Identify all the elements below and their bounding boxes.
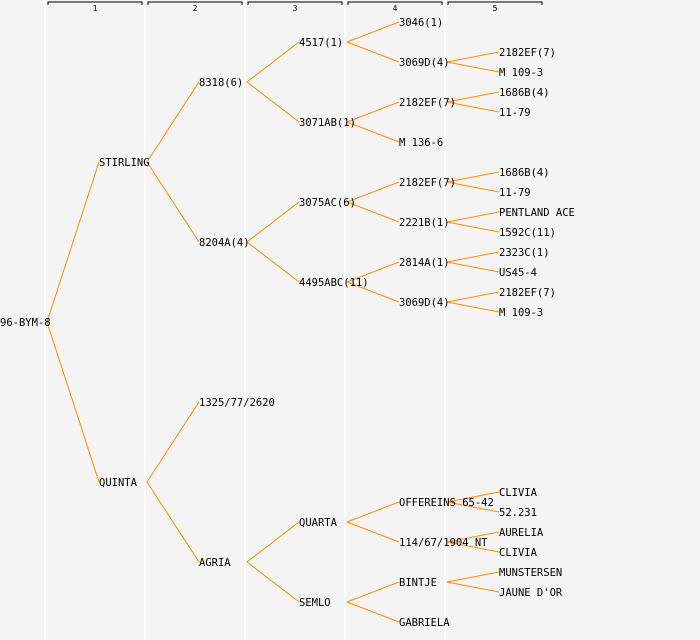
pedigree-node[interactable]: 2814A(1) xyxy=(399,257,450,269)
connector-line xyxy=(246,41,300,83)
pedigree-node[interactable]: 2323C(1) xyxy=(499,247,550,259)
connector-line xyxy=(346,581,400,603)
pedigree-node[interactable]: 52.231 xyxy=(499,507,537,519)
connector-line xyxy=(346,201,400,223)
connector-line xyxy=(346,601,400,623)
connector-line xyxy=(446,501,500,513)
generation-bracket xyxy=(47,1,143,5)
pedigree-node[interactable]: 114/67/1904 NT xyxy=(399,537,488,549)
pedigree-node[interactable]: 2182EF(7) xyxy=(399,97,456,109)
pedigree-node[interactable]: 3075AC(6) xyxy=(299,197,356,209)
connector-line xyxy=(346,261,400,283)
generation-bracket xyxy=(447,1,543,5)
pedigree-node[interactable]: 8318(6) xyxy=(199,77,243,89)
connector-line xyxy=(446,291,500,303)
pedigree-node[interactable]: GABRIELA xyxy=(399,617,450,629)
pedigree-node[interactable]: 3071AB(1) xyxy=(299,117,356,129)
generation-header: 2 xyxy=(193,4,198,13)
pedigree-node[interactable]: M 109-3 xyxy=(499,67,543,79)
pedigree-node[interactable]: QUINTA xyxy=(99,477,138,489)
pedigree-node[interactable]: M 136-6 xyxy=(399,137,443,149)
pedigree-node[interactable]: AGRIA xyxy=(199,557,231,569)
connector-line xyxy=(246,81,300,123)
connector-line xyxy=(446,531,500,543)
connector-line xyxy=(346,101,400,123)
generation-bracket xyxy=(247,1,343,5)
generation-bracket xyxy=(147,1,243,5)
pedigree-node[interactable]: 11-79 xyxy=(499,187,531,199)
connector-line xyxy=(346,281,400,303)
pedigree-node[interactable]: CLIVIA xyxy=(499,547,538,559)
connector-line xyxy=(446,491,500,503)
pedigree-node[interactable]: 96-BYM-8 xyxy=(0,317,51,329)
connector-line xyxy=(446,251,500,263)
connector-line xyxy=(346,521,400,543)
generation-header: 1 xyxy=(93,4,98,13)
pedigree-node[interactable]: JAUNE D'OR xyxy=(499,587,563,599)
pedigree-node[interactable]: 4495ABC(11) xyxy=(299,277,369,289)
pedigree-node[interactable]: 2182EF(7) xyxy=(499,47,556,59)
connector-line xyxy=(446,61,500,73)
connector-line xyxy=(346,121,400,143)
connector-line xyxy=(446,221,500,233)
connector-line xyxy=(146,81,200,163)
connector-line xyxy=(446,261,500,273)
pedigree-node[interactable]: 1686B(4) xyxy=(499,87,550,99)
pedigree-node[interactable]: 2221B(1) xyxy=(399,217,450,229)
pedigree-node[interactable]: MUNSTERSEN xyxy=(499,567,562,579)
connector-line xyxy=(446,181,500,193)
connector-line xyxy=(346,501,400,523)
pedigree-node[interactable]: OFFEREINS 65-42 xyxy=(399,497,494,509)
connector-line xyxy=(446,301,500,313)
generation-bracket xyxy=(347,1,443,5)
column-separators xyxy=(44,0,446,640)
pedigree-node[interactable]: 3069D(4) xyxy=(399,297,450,309)
connector-line xyxy=(446,101,500,113)
pedigree-node[interactable]: 1325/77/2620 xyxy=(199,397,275,409)
connector-line xyxy=(246,241,300,283)
connector-line xyxy=(146,161,200,243)
connector-line xyxy=(346,181,400,203)
pedigree-node[interactable]: 8204A(4) xyxy=(199,237,250,249)
connector-line xyxy=(346,21,400,43)
pedigree-node[interactable]: 3069D(4) xyxy=(399,57,450,69)
connector-line xyxy=(246,201,300,243)
connector-line xyxy=(446,571,500,583)
pedigree-node[interactable]: US45-4 xyxy=(499,267,537,279)
pedigree-node[interactable]: BINTJE xyxy=(399,577,437,589)
connector-line xyxy=(46,161,100,323)
generation-headers: 1 2 3 4 5 xyxy=(47,1,543,13)
connector-line xyxy=(446,51,500,63)
pedigree-node[interactable]: M 109-3 xyxy=(499,307,543,319)
pedigree-node[interactable]: CLIVIA xyxy=(499,487,538,499)
pedigree-node[interactable]: STIRLING xyxy=(99,157,150,169)
generation-header: 4 xyxy=(393,4,398,13)
connector-line xyxy=(146,401,200,483)
tree-nodes: 96-BYM-8 STIRLING 8318(6) 4517(1) 3046(1) 306… xyxy=(0,17,575,629)
pedigree-node[interactable]: 1686B(4) xyxy=(499,167,550,179)
pedigree-node[interactable]: 11-79 xyxy=(499,107,531,119)
connector-line xyxy=(46,321,100,483)
pedigree-node[interactable]: AURELIA xyxy=(499,527,544,539)
pedigree-node[interactable]: 2182EF(7) xyxy=(399,177,456,189)
connector-line xyxy=(446,171,500,183)
generation-header: 3 xyxy=(293,4,298,13)
connector-line xyxy=(346,41,400,63)
pedigree-node[interactable]: QUARTA xyxy=(299,517,338,529)
pedigree-node[interactable]: SEMLO xyxy=(299,597,331,609)
pedigree-node[interactable]: 4517(1) xyxy=(299,37,343,49)
connector-line xyxy=(446,91,500,103)
pedigree-node[interactable]: 2182EF(7) xyxy=(499,287,556,299)
pedigree-node[interactable]: 1592C(11) xyxy=(499,227,556,239)
generation-header: 5 xyxy=(493,4,498,13)
pedigree-node[interactable]: PENTLAND ACE xyxy=(499,207,575,219)
pedigree-node[interactable]: 3046(1) xyxy=(399,17,443,29)
connector-line xyxy=(146,481,200,563)
connector-line xyxy=(246,561,300,603)
connector-line xyxy=(446,581,500,593)
connector-lines xyxy=(46,21,500,623)
connector-line xyxy=(446,211,500,223)
connector-line xyxy=(246,521,300,563)
connector-line xyxy=(446,541,500,553)
